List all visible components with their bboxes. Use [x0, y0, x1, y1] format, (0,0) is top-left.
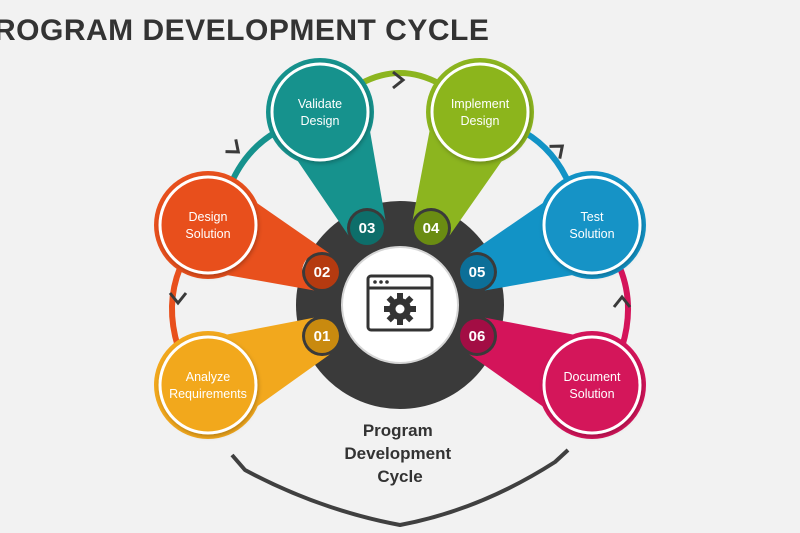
center-caption: Program Development Cycle — [344, 421, 455, 486]
page-title: ROGRAM DEVELOPMENT CYCLE — [0, 14, 490, 47]
stage-label-line: Validate — [298, 97, 342, 111]
stage-number-badge — [414, 211, 448, 245]
stage-number: 01 — [314, 328, 331, 345]
stage-label-line: Solution — [569, 227, 614, 241]
stage-bubble — [542, 175, 642, 275]
stage-label-line: Design — [301, 114, 340, 128]
center-caption-line: Development — [344, 444, 451, 463]
stage-label-line: Analyze — [186, 370, 231, 384]
stage-bubble — [270, 62, 370, 162]
stage-bubble — [158, 335, 258, 435]
stage-number-badge — [460, 255, 494, 289]
stage-label-line: Requirements — [169, 387, 247, 401]
stage-number-badge — [460, 319, 494, 353]
connector-arc — [522, 129, 573, 188]
arrow-head-icon — [225, 139, 241, 154]
stage-number: 02 — [314, 264, 331, 281]
stage-label-line: Document — [564, 370, 621, 384]
center-caption-line: Program — [363, 421, 433, 440]
stage-label-line: Implement — [451, 97, 510, 111]
stage-label-line: Test — [581, 210, 604, 224]
bottom-loop-connector — [230, 448, 570, 527]
stage-bubble — [158, 175, 258, 275]
stage-number: 05 — [469, 264, 486, 281]
stage-label-line: Solution — [569, 387, 614, 401]
stage-label-line: Design — [189, 210, 228, 224]
stage-number-badge — [305, 255, 339, 289]
arrow-head-icon — [612, 294, 632, 308]
stage-bubble — [430, 62, 530, 162]
connector-arc — [169, 266, 183, 348]
center-caption-line: Cycle — [377, 467, 422, 486]
stage-number-badge — [305, 319, 339, 353]
connector-arc — [358, 70, 442, 87]
stage-number: 06 — [469, 328, 486, 345]
arrow-head-icon — [549, 144, 565, 159]
stage-number-badge — [350, 211, 384, 245]
arrow-head-icon — [392, 70, 406, 90]
stage-bubble — [542, 335, 642, 435]
arrow-head-icon — [168, 292, 188, 306]
connector-arc — [617, 266, 631, 348]
stage-label-line: Design — [461, 114, 500, 128]
stage-number: 04 — [423, 220, 440, 237]
stage-number: 03 — [359, 220, 376, 237]
stage-label-line: Solution — [185, 227, 230, 241]
browser-gear-icon — [366, 274, 434, 332]
